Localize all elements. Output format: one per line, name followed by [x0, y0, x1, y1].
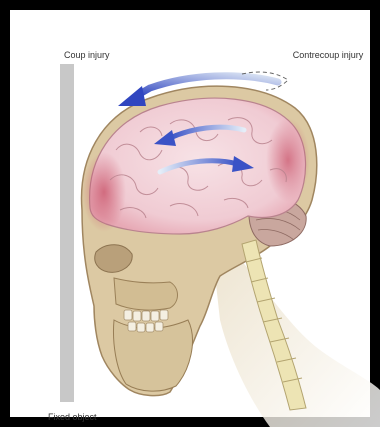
- cheekbone: [114, 278, 178, 310]
- contrecoup-contusion: [266, 118, 310, 202]
- coup-injury-label: Coup injury: [64, 50, 110, 61]
- head-injury-diagram: Coup injury Contrecoup injury Fixed obje…: [20, 20, 380, 427]
- diagram-illustration: [20, 20, 380, 427]
- fixed-object-label: Fixed object: [48, 412, 97, 423]
- contrecoup-injury-label: Contrecoup injury: [288, 50, 368, 61]
- fixed-object-wall: [60, 64, 74, 402]
- coup-contusion: [82, 152, 126, 232]
- main-arrow-head: [118, 86, 146, 106]
